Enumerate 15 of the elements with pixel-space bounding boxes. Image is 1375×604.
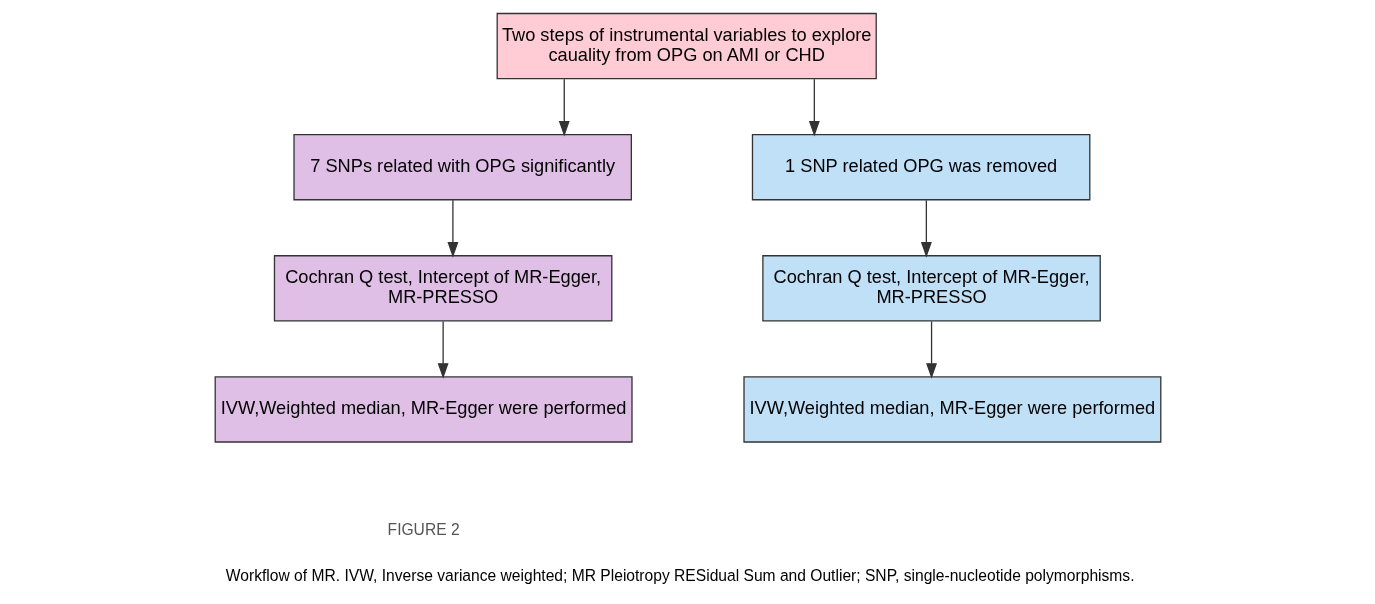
caption: Workflow of MR. IVW, Inverse variance weighted; MR Pleiotropy RESidual Sum and Outlier; SNP, single-nucleotide polymorphisms. xyxy=(225,566,1134,584)
arrow xyxy=(920,199,932,258)
arrow xyxy=(925,320,937,379)
arrow xyxy=(808,78,820,137)
node-box: 7 SNPs related with OPG significantly xyxy=(292,134,632,201)
arrow xyxy=(437,320,449,379)
arrow xyxy=(446,199,458,258)
arrow xyxy=(558,78,570,137)
node-box: Two steps of instrumental variables to explore cauality from OPG on AMI or CHD xyxy=(496,12,877,80)
node-box: IVW,Weighted median, MR-Egger were performed xyxy=(214,376,633,443)
node-box: IVW,Weighted median, MR-Egger were performed xyxy=(742,376,1161,443)
node-box: 1 SNP related OPG was removed xyxy=(751,134,1090,201)
label: FIGURE 2 xyxy=(387,520,460,538)
node-box: Cochran Q test, Intercept of MR-Egger, MR-PRESSO xyxy=(761,255,1101,322)
node-box: Cochran Q test, Intercept of MR-Egger, MR-PRESSO xyxy=(273,255,612,322)
